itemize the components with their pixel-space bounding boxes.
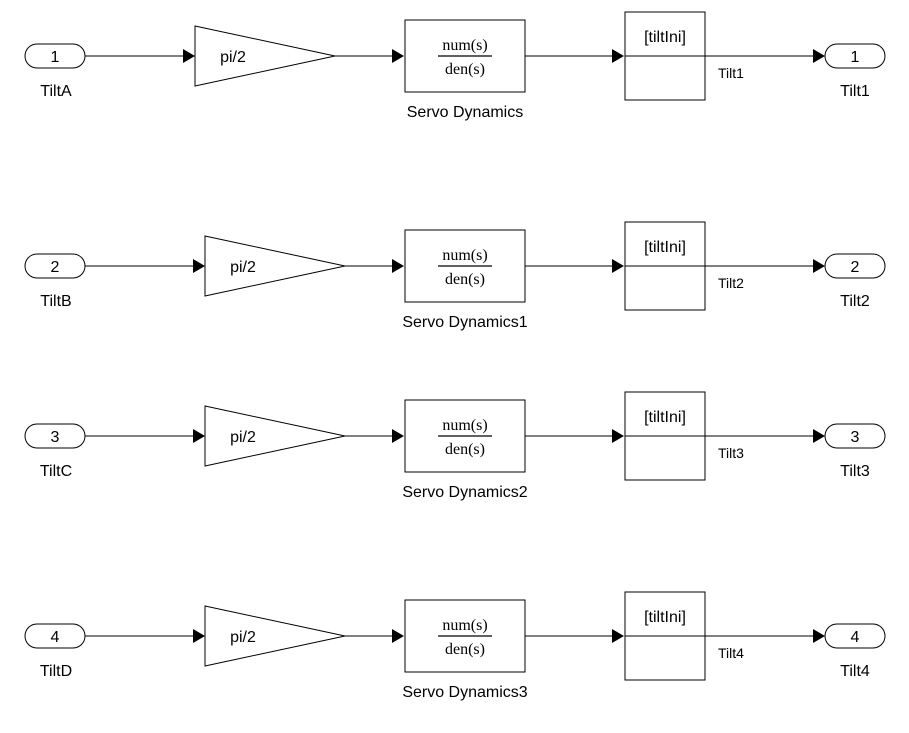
signal-arrowhead xyxy=(193,629,205,643)
gain-label: pi/2 xyxy=(230,259,256,276)
signal-arrowhead xyxy=(392,49,404,63)
signal-arrowhead xyxy=(813,429,825,443)
signal-arrowhead xyxy=(612,259,624,273)
gain-block[interactable]: pi/2 xyxy=(194,25,336,87)
signal-arrowhead xyxy=(392,429,404,443)
signal-arrowhead xyxy=(612,429,624,443)
signal-arrowhead xyxy=(183,49,195,63)
transfer-numerator: num(s) xyxy=(442,37,487,54)
inport-number: 4 xyxy=(51,629,60,646)
ic-block[interactable]: [tiltIni] xyxy=(624,591,706,681)
outport-number: 2 xyxy=(851,259,860,276)
signal-name-label: Tilt4 xyxy=(718,645,744,661)
ic-block[interactable]: [tiltIni] xyxy=(624,391,706,481)
ic-block-label: [tiltIni] xyxy=(644,609,686,626)
inport-block[interactable]: 1 xyxy=(24,43,86,69)
inport-name-label: TiltA xyxy=(40,83,72,100)
transfer-function-block[interactable]: num(s) den(s) xyxy=(404,599,526,673)
transfer-denominator: den(s) xyxy=(445,641,485,658)
outport-block[interactable]: 1 xyxy=(824,43,886,69)
ic-block-label: [tiltIni] xyxy=(644,409,686,426)
transfer-block-name: Servo Dynamics xyxy=(407,104,523,121)
outport-name-label: Tilt1 xyxy=(840,83,870,100)
transfer-function-block[interactable]: num(s) den(s) xyxy=(404,19,526,93)
inport-number: 1 xyxy=(51,49,60,66)
inport-name-label: TiltC xyxy=(40,463,72,480)
transfer-numerator: num(s) xyxy=(442,417,487,434)
inport-number: 3 xyxy=(51,429,60,446)
outport-name-label: Tilt3 xyxy=(840,463,870,480)
signal-arrowhead xyxy=(612,49,624,63)
signal-arrowhead xyxy=(813,629,825,643)
gain-label: pi/2 xyxy=(230,629,256,646)
gain-label: pi/2 xyxy=(230,429,256,446)
outport-block[interactable]: 3 xyxy=(824,423,886,449)
inport-name-label: TiltB xyxy=(40,293,71,310)
signal-arrowhead xyxy=(193,429,205,443)
signal-arrowhead xyxy=(813,259,825,273)
inport-block[interactable]: 4 xyxy=(24,623,86,649)
outport-number: 1 xyxy=(851,49,860,66)
inport-number: 2 xyxy=(51,259,60,276)
outport-number: 4 xyxy=(851,629,860,646)
inport-name-label: TiltD xyxy=(40,663,72,680)
inport-block[interactable]: 2 xyxy=(24,253,86,279)
ic-block-label: [tiltIni] xyxy=(644,29,686,46)
ic-block[interactable]: [tiltIni] xyxy=(624,221,706,311)
transfer-block-name: Servo Dynamics3 xyxy=(402,684,527,701)
signal-arrowhead xyxy=(193,259,205,273)
transfer-denominator: den(s) xyxy=(445,441,485,458)
gain-label: pi/2 xyxy=(220,49,246,66)
inport-block[interactable]: 3 xyxy=(24,423,86,449)
gain-block[interactable]: pi/2 xyxy=(204,605,346,667)
gain-block[interactable]: pi/2 xyxy=(204,235,346,297)
signal-arrowhead xyxy=(392,629,404,643)
signal-arrowhead xyxy=(612,629,624,643)
outport-block[interactable]: 4 xyxy=(824,623,886,649)
outport-name-label: Tilt2 xyxy=(840,293,870,310)
transfer-denominator: den(s) xyxy=(445,61,485,78)
transfer-numerator: num(s) xyxy=(442,617,487,634)
signal-name-label: Tilt3 xyxy=(718,445,744,461)
outport-number: 3 xyxy=(851,429,860,446)
transfer-denominator: den(s) xyxy=(445,271,485,288)
signal-name-label: Tilt1 xyxy=(718,65,744,81)
outport-block[interactable]: 2 xyxy=(824,253,886,279)
signal-name-label: Tilt2 xyxy=(718,275,744,291)
gain-block[interactable]: pi/2 xyxy=(204,405,346,467)
ic-block[interactable]: [tiltIni] xyxy=(624,11,706,101)
outport-name-label: Tilt4 xyxy=(840,663,870,680)
transfer-numerator: num(s) xyxy=(442,247,487,264)
signal-arrowhead xyxy=(392,259,404,273)
transfer-function-block[interactable]: num(s) den(s) xyxy=(404,399,526,473)
transfer-block-name: Servo Dynamics1 xyxy=(402,314,527,331)
transfer-block-name: Servo Dynamics2 xyxy=(402,484,527,501)
transfer-function-block[interactable]: num(s) den(s) xyxy=(404,229,526,303)
signal-arrowhead xyxy=(813,49,825,63)
ic-block-label: [tiltIni] xyxy=(644,239,686,256)
